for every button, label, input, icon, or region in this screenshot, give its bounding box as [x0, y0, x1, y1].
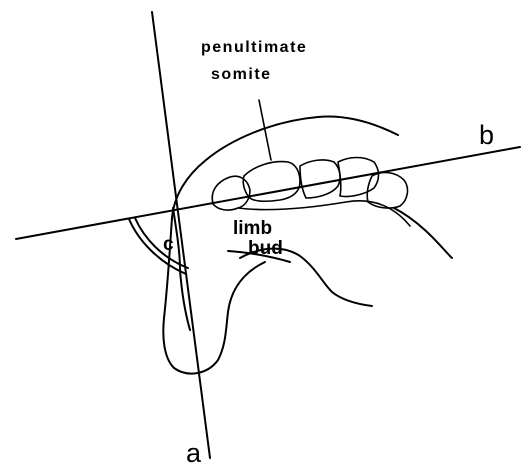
- somite-row: [212, 158, 410, 227]
- bud-label: bud: [248, 238, 283, 259]
- somite: [300, 160, 340, 198]
- somite-label: somite: [211, 66, 272, 83]
- axis-line-a: [152, 12, 210, 458]
- angle-c-label: c: [163, 234, 174, 255]
- axis-b-label: b: [479, 120, 494, 150]
- embryo-outline: [163, 117, 452, 374]
- penultimate-label: penultimate: [201, 39, 307, 56]
- limb-label: limb: [233, 218, 272, 239]
- axis-a-label: a: [186, 438, 202, 468]
- somite: [212, 176, 250, 210]
